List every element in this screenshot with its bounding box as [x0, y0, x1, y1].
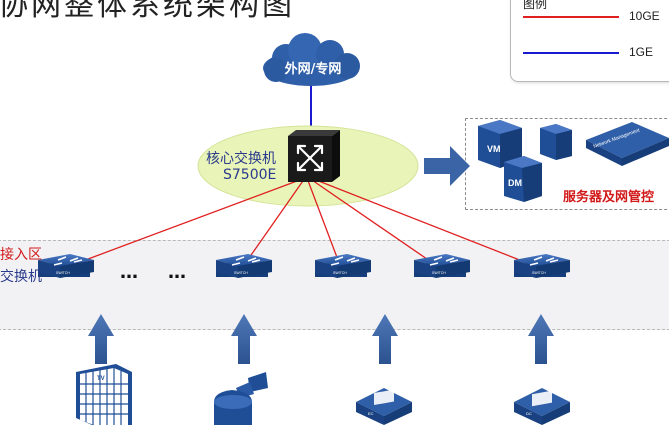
vm-label: VM	[487, 144, 501, 154]
encoder-icon: EC	[356, 388, 412, 425]
ellipsis-2: …	[168, 262, 188, 283]
cloud-label: 外网/专网	[284, 62, 342, 77]
ellipsis-1: …	[120, 262, 140, 283]
link-core-sw4	[308, 177, 441, 269]
server-zone-label: 服务器及网管控	[563, 190, 655, 205]
network-management-icon: Network Management	[586, 122, 669, 166]
tv-wall-icon: TV	[76, 364, 132, 425]
camera-icon	[214, 372, 268, 425]
access-zone	[0, 240, 669, 330]
switch-tags: SWITCH SWITCH SWITCH SWITCH SWITCH	[56, 271, 546, 275]
legend: 图例 10GE 1GE	[510, 0, 669, 82]
core-switch-icon	[288, 130, 340, 182]
page-title: 协网整体系统架构图	[0, 0, 295, 23]
legend-title: 图例	[523, 0, 548, 11]
up-arrow-4-icon	[528, 314, 554, 364]
core-label-name: 核心交换机	[206, 151, 276, 167]
storage-server-icon	[540, 124, 572, 160]
up-arrows	[88, 314, 554, 364]
legend-line-blue	[523, 52, 619, 54]
switch-1-tag: SWITCH	[56, 271, 70, 275]
cloud-icon	[263, 33, 360, 86]
access-label-zone: 接入区	[0, 247, 42, 263]
link-core-sw5	[310, 177, 541, 269]
decoder-label: DC	[526, 411, 532, 416]
legend-item-10ge: 10GE	[523, 9, 669, 23]
link-core-sw2	[241, 177, 306, 269]
access-label-switch: 交换机	[0, 269, 42, 285]
switch-5-tag: SWITCH	[532, 271, 546, 275]
switch-2-tag: SWITCH	[234, 271, 248, 275]
encoder-label: EC	[368, 411, 374, 416]
decoder-icon: DC	[514, 388, 570, 425]
legend-label-10ge: 10GE	[629, 9, 660, 23]
up-arrow-1-icon	[88, 314, 114, 364]
legend-label-1ge: 1GE	[629, 45, 654, 59]
legend-line-red	[523, 16, 619, 18]
arrow-to-servers-icon	[424, 146, 470, 186]
link-core-sw3	[306, 177, 342, 269]
switch-4-tag: SWITCH	[432, 271, 446, 275]
links-10ge	[63, 177, 541, 269]
dm-server-icon: DM	[504, 156, 542, 202]
up-arrow-2-icon	[231, 314, 257, 364]
legend-item-1ge: 1GE	[523, 45, 669, 59]
vm-server-icon: VM	[478, 120, 522, 168]
link-core-sw1	[63, 177, 306, 269]
switch-3-tag: SWITCH	[333, 271, 347, 275]
tv-label: TV	[97, 376, 105, 382]
core-label-model: S7500E	[223, 167, 277, 183]
dm-label: DM	[508, 178, 522, 188]
up-arrow-3-icon	[372, 314, 398, 364]
